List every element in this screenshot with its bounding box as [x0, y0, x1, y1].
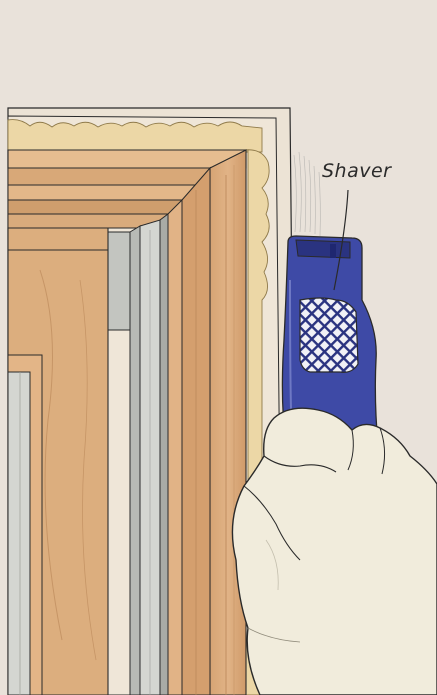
- door-panel: [8, 228, 108, 695]
- callout-label-shaver: Shaver: [322, 160, 392, 182]
- hand: [232, 408, 437, 695]
- door-jamb-side: [168, 150, 246, 695]
